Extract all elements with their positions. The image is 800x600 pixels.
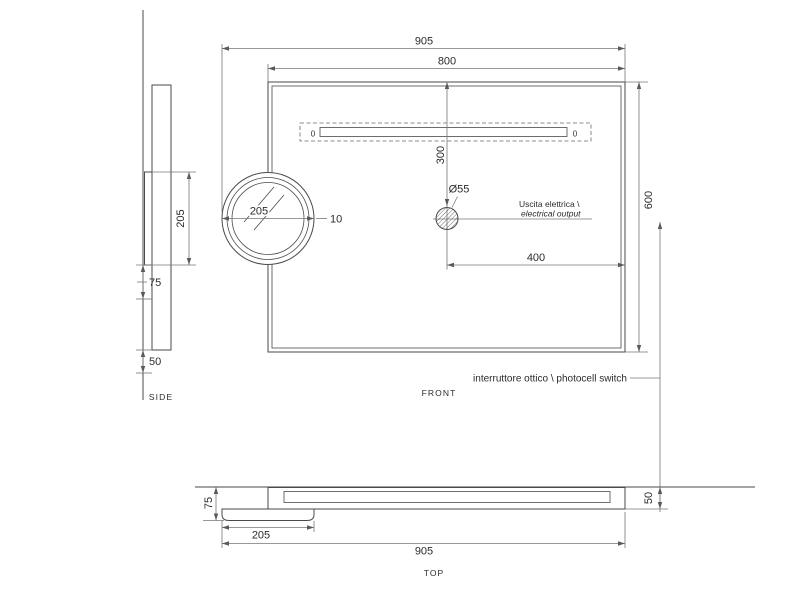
dim-mirror-width: 800	[267, 56, 625, 82]
electrical-output: Ø55 Uscita elettrica \ electrical output	[433, 184, 592, 233]
front-view: 0 0 300 205 10 Ø55 Uscita elettrica	[221, 36, 663, 512]
electrical-output-hole	[435, 207, 459, 230]
glass-reflection-mark	[243, 186, 275, 223]
side-dim-offset: 75	[136, 265, 161, 300]
top-dim-depth-total-label: 75	[203, 497, 215, 509]
dim-mirror-height: 600	[625, 81, 655, 353]
output-note-line2: electrical output	[521, 209, 581, 219]
output-diameter-label: Ø55	[449, 184, 470, 196]
dim-output-offset-label: 400	[527, 252, 545, 264]
diameter-leader	[451, 196, 458, 208]
light-strip-mark-right: 0	[573, 130, 578, 139]
photocell-note: interruttore ottico \ photocell switch	[473, 374, 627, 385]
front-view-label: FRONT	[422, 388, 457, 398]
dim-total-width: 905	[221, 36, 626, 212]
side-view: 205 75 50 SIDE	[136, 10, 196, 402]
dim-output-drop-label: 300	[435, 146, 447, 164]
side-dim-magnifier: 205	[136, 171, 196, 266]
top-view-label: TOP	[424, 568, 445, 578]
dim-magnifier-rim-label: 10	[330, 214, 342, 226]
top-dim-depth: 50	[625, 487, 668, 510]
dim-magnifier-label: 205	[250, 206, 268, 218]
top-dim-depth-label: 50	[643, 492, 655, 504]
top-dim-magnifier: 205	[221, 521, 315, 548]
dim-magnifier: 205 10	[222, 204, 342, 226]
dim-output-offset: 400	[446, 233, 625, 270]
side-magnifier-profile	[144, 171, 153, 266]
glass-reflection-mark	[253, 194, 285, 231]
top-view: 75 205 905 50 TOP	[195, 486, 755, 578]
side-view-label: SIDE	[149, 392, 173, 402]
side-dim-magnifier-label: 205	[175, 209, 187, 227]
side-mirror-profile	[151, 84, 172, 351]
dim-mirror-height-label: 600	[643, 191, 655, 209]
light-strip-mark-left: 0	[311, 130, 316, 139]
top-dim-magnifier-label: 205	[252, 530, 270, 542]
light-strip-inner	[319, 127, 568, 137]
side-dim-bottom: 50	[136, 349, 161, 374]
side-dim-bottom-label: 50	[149, 356, 161, 368]
dim-total-width-label: 905	[415, 36, 433, 48]
output-note-line1: Uscita elettrica \	[519, 199, 580, 209]
top-dim-total-width-label: 905	[415, 546, 433, 558]
top-magnifier-bump	[221, 508, 315, 521]
photocell-annotation: interruttore ottico \ photocell switch	[473, 222, 663, 512]
dim-output-drop: 300	[435, 82, 450, 206]
top-dim-depth-total: 75	[203, 487, 224, 521]
top-mirror-body	[267, 487, 626, 510]
top-glass-strip	[283, 491, 611, 503]
side-dim-offset-label: 75	[149, 277, 161, 289]
top-dim-total-width: 905	[222, 512, 626, 558]
dim-mirror-width-label: 800	[438, 56, 456, 68]
